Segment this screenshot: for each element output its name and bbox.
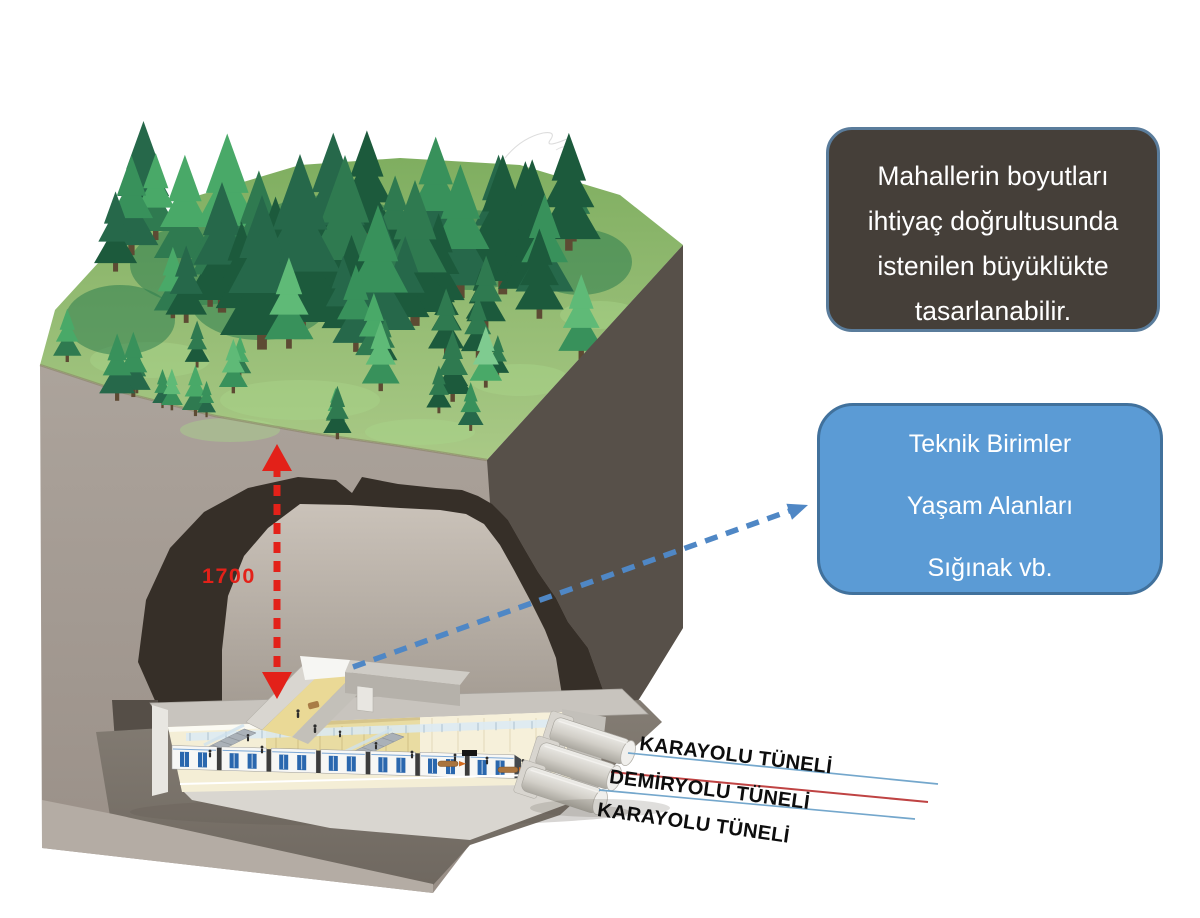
depth-arrow-icon	[262, 444, 292, 699]
tunnel-tubes	[513, 710, 670, 817]
tunnel-lines	[598, 752, 939, 820]
cavern	[112, 477, 603, 812]
info-callout-line: istenilen büyüklükte	[877, 251, 1109, 281]
spaces-callout: Teknik Birimler Yaşam Alanları Sığınak v…	[817, 403, 1163, 595]
info-callout: Mahallerin boyutları ihtiyaç doğrultusun…	[826, 127, 1160, 332]
entrance-ramp	[245, 656, 470, 744]
depth-dimension-label: 1700	[202, 564, 256, 588]
metro-train	[171, 745, 571, 785]
spaces-callout-line: Yaşam Alanları	[906, 492, 1074, 520]
forest	[53, 120, 632, 440]
spaces-callout-line: Teknik Birimler	[908, 430, 1072, 458]
pointer-arrow-icon	[352, 503, 808, 670]
rock-cut-face	[487, 245, 683, 748]
info-callout-line: ihtiyaç doğrultusunda	[867, 206, 1119, 236]
underground-station	[149, 656, 670, 840]
info-callout-line: tasarlanabilir.	[914, 296, 1072, 326]
info-callout-line: Mahallerin boyutları	[877, 161, 1109, 191]
spaces-callout-line: Sığınak vb.	[927, 554, 1053, 582]
